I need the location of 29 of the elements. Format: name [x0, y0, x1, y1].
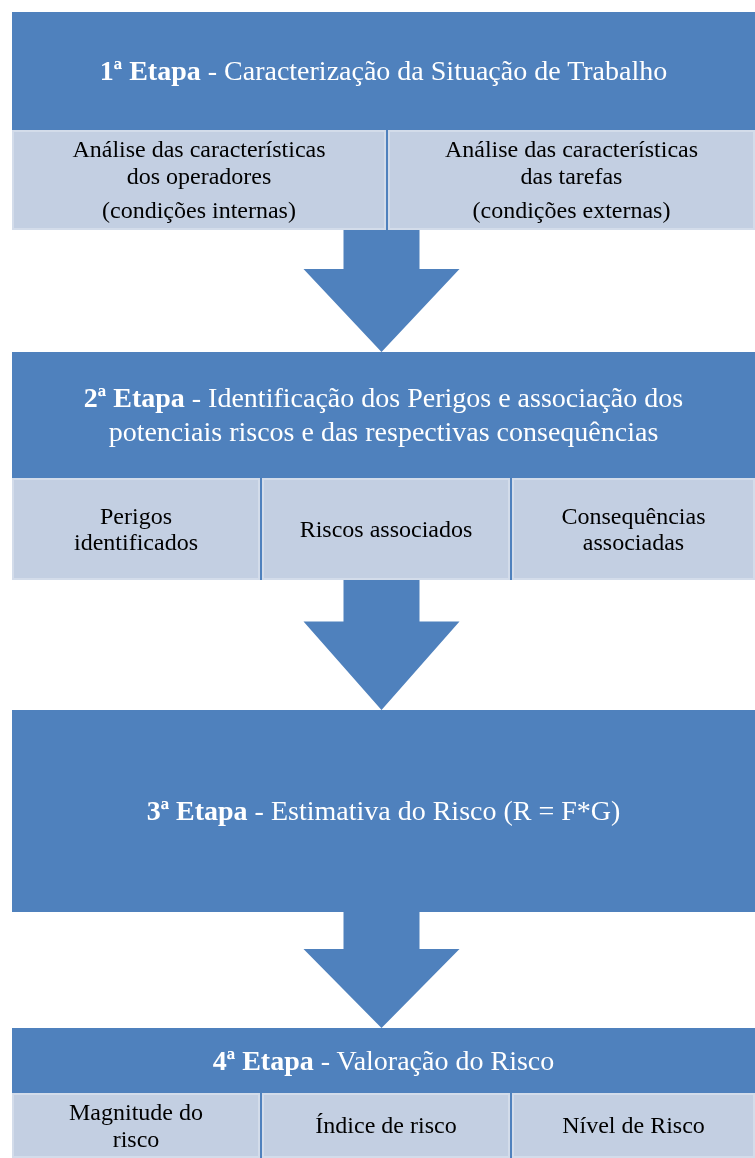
- stage-title: 1ª Etapa - Caracterização da Situação de Trabalho: [99, 54, 668, 88]
- sub-step-text: Índice de risco: [315, 1112, 457, 1139]
- stage-box: [12, 12, 755, 230]
- sub-step-text: Análise das características das tarefas: [443, 136, 700, 190]
- stage-title: 2ª Etapa - Identificação dos Perigos e associação dos potenciais riscos e das respectivas consequências: [82, 381, 685, 449]
- sub-step-text: Consequências associadas: [560, 502, 707, 556]
- block-arrow: [303, 580, 460, 710]
- sub-step-box: [262, 478, 510, 580]
- sub-step-box: [12, 1093, 260, 1158]
- sub-step-text: Riscos associados: [299, 515, 473, 543]
- sub-step-box: [12, 130, 386, 230]
- sub-step-box: [388, 130, 755, 230]
- sub-step-text: Perigos identificados: [73, 502, 199, 556]
- stage-title: 3ª Etapa - Estimativa do Risco (R = F*G): [146, 794, 621, 828]
- stage-box: [12, 710, 755, 912]
- sub-step-box: [262, 1093, 510, 1158]
- sub-step-box: [512, 478, 755, 580]
- stage-title: 4ª Etapa - Valoração do Risco: [212, 1043, 555, 1078]
- sub-step-box: [12, 478, 260, 580]
- block-arrow: [303, 912, 460, 1028]
- sub-step-text: Magnitude do risco: [68, 1099, 204, 1152]
- stage-box: [12, 1028, 755, 1158]
- sub-step-text: Análise das características dos operadores: [71, 136, 327, 190]
- sub-step-text: (condições internas): [102, 197, 296, 224]
- sub-step-box: [512, 1093, 755, 1158]
- sub-step-text: (condições externas): [472, 197, 671, 224]
- stage-box: [12, 352, 755, 580]
- block-arrow: [303, 230, 460, 352]
- sub-step-text: Nível de Risco: [562, 1112, 705, 1139]
